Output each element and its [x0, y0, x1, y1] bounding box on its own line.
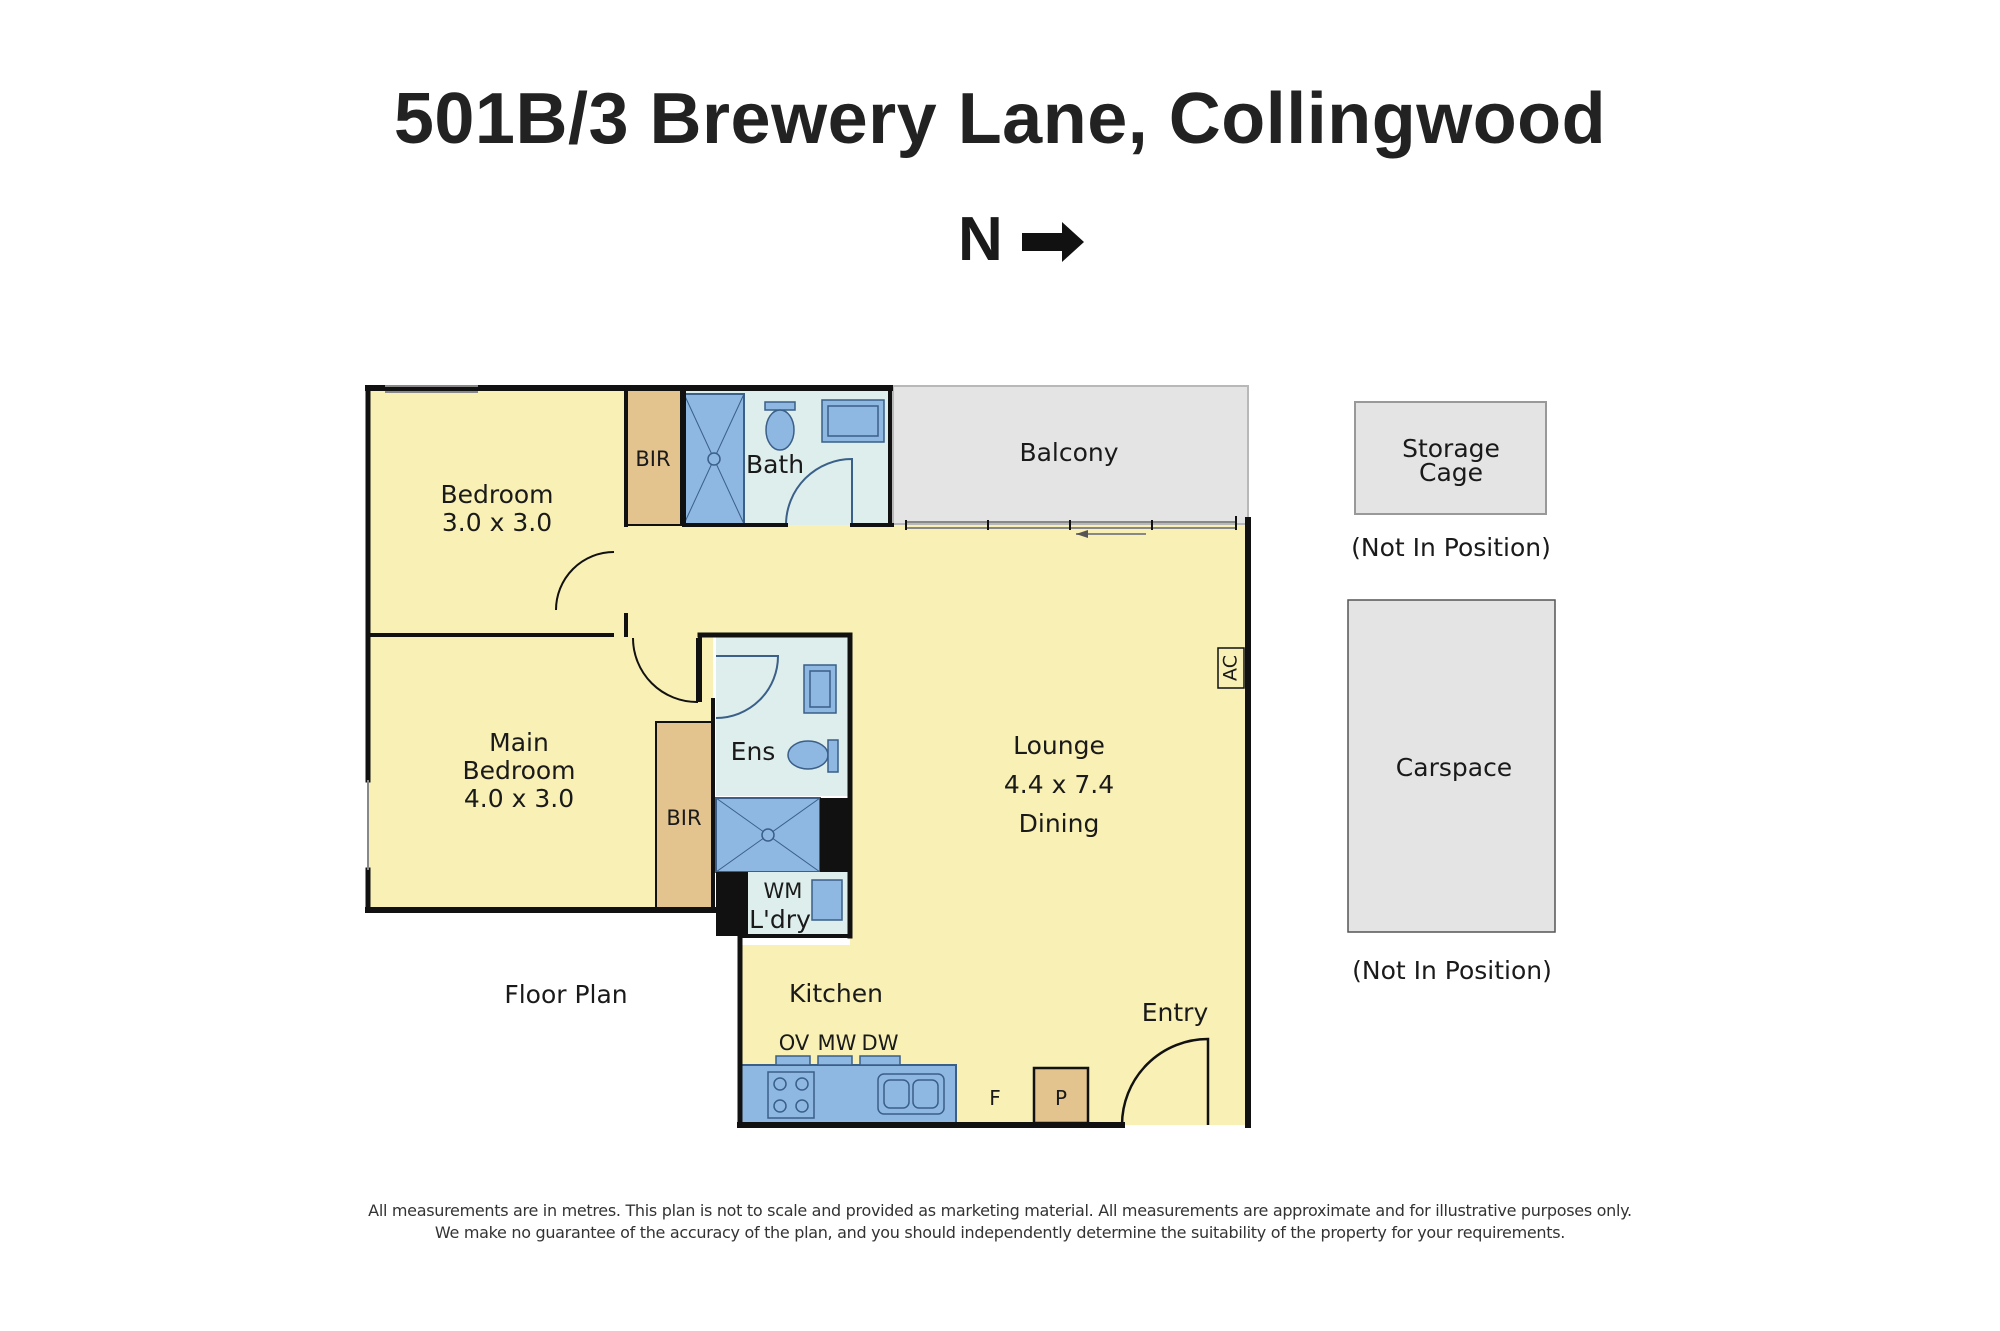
kitchen-sink-icon: [877, 1073, 945, 1115]
bedroom-size: 3.0 x 3.0: [442, 508, 552, 537]
ensuite-toilet-icon: [787, 740, 829, 770]
laundry-label: L'dry: [749, 905, 811, 934]
carspace-note: (Not In Position): [1352, 956, 1552, 985]
property-address-title: 501B/3 Brewery Lane, Collingwood: [393, 79, 1607, 159]
bir-bedroom-label: BIR: [635, 447, 670, 471]
main-bedroom-label-line2: Bedroom: [462, 756, 575, 785]
main-bedroom-door-swing: [632, 637, 698, 704]
dishwasher-label: DW: [862, 1031, 899, 1055]
balcony-area: [892, 385, 1249, 525]
entry-label: Entry: [1142, 998, 1209, 1027]
pantry-label: P: [1055, 1086, 1067, 1110]
bir-main-bedroom-label: BIR: [666, 806, 701, 830]
dining-label: Dining: [1019, 809, 1100, 838]
kitchen-label: Kitchen: [789, 979, 883, 1008]
main-bedroom-size: 4.0 x 3.0: [464, 784, 574, 813]
bedroom-floor: [368, 390, 626, 635]
north-letter: N: [958, 205, 1003, 274]
pantry-cupboard: [1032, 1066, 1090, 1125]
storage-cage-note: (Not In Position): [1351, 533, 1551, 562]
vanity-basin-icon: [821, 399, 885, 443]
floor-plan-label: Floor Plan: [504, 980, 627, 1009]
balcony-label: Balcony: [1019, 438, 1118, 467]
lounge-size: 4.4 x 7.4: [1004, 770, 1114, 799]
ac-label: AC: [1220, 655, 1242, 681]
bedroom-label: Bedroom: [440, 480, 553, 509]
carspace-label: Carspace: [1396, 753, 1512, 782]
storage-cage-label-line1: Storage: [1402, 434, 1500, 463]
microwave-label: MW: [818, 1031, 857, 1055]
shower-drain-icon: [707, 452, 721, 466]
disclaimer: All measurements are in metres. This pla…: [0, 1200, 2000, 1244]
storage-cage: [1354, 401, 1547, 515]
ensuite-drain-icon: [761, 828, 775, 842]
lounge-dining-kitchen-floor: [626, 525, 1250, 1125]
disclaimer-line-2: We make no guarantee of the accuracy of …: [434, 1223, 1566, 1242]
storage-cage-label-line2: Cage: [1419, 458, 1483, 487]
bedroom-door-swing: [555, 551, 615, 611]
ac-unit: [1217, 647, 1245, 689]
ensuite-vanity-icon: [803, 664, 837, 714]
laundry-trough-icon: [811, 879, 843, 921]
disclaimer-line-1: All measurements are in metres. This pla…: [368, 1201, 1632, 1220]
cooktop-icon: [767, 1071, 815, 1119]
washing-machine-label: WM: [764, 879, 803, 903]
bir-main-bedroom-cupboard: [655, 721, 714, 911]
entry-door-swing: [1120, 1037, 1210, 1126]
lounge-label: Lounge: [1013, 731, 1105, 760]
ensuite-label: Ens: [731, 737, 776, 766]
fridge-label: F: [989, 1086, 1001, 1110]
carspace: [1347, 599, 1556, 933]
bath-label: Bath: [746, 450, 804, 479]
ensuite-door-swing: [715, 655, 780, 719]
arrow-right-icon: [1022, 222, 1084, 262]
toilet-icon: [765, 409, 795, 451]
bir-bedroom-cupboard: [625, 389, 682, 526]
oven-label: OV: [779, 1031, 810, 1055]
bath-door-swing: [785, 457, 853, 526]
main-bedroom-label-line1: Main: [489, 728, 549, 757]
